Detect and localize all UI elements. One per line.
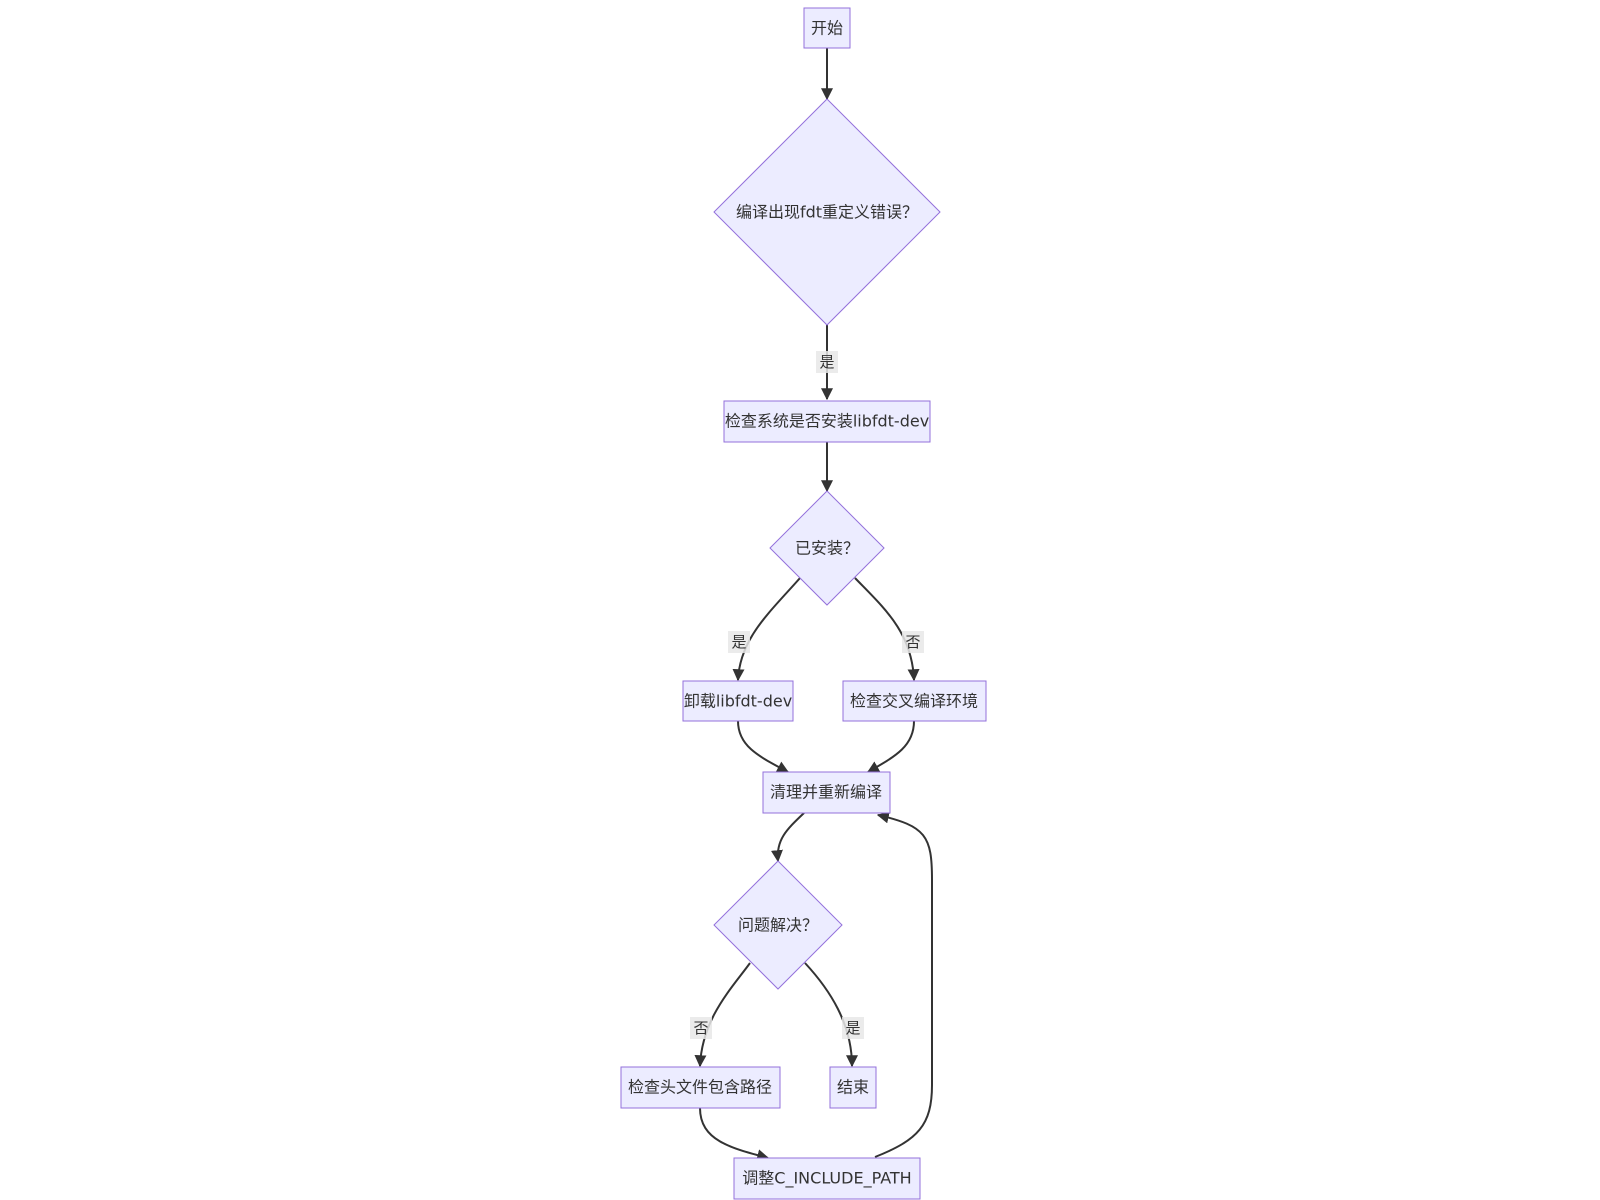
edge-label-bg	[816, 351, 838, 373]
decision-resolved-label: 问题解决？	[738, 916, 818, 935]
node-adjust-path: 调整C_INCLUDE_PATH	[733, 1157, 921, 1200]
node-start: 开始	[803, 7, 851, 49]
node-start-label: 开始	[811, 19, 843, 38]
edge-label-bg	[690, 1017, 712, 1039]
node-check-include-path: 检查头文件包含路径	[620, 1066, 781, 1109]
edge-label-resolved-no: 否	[693, 1019, 708, 1037]
decision-resolved: 问题解决？	[713, 860, 843, 990]
decision-compile-error-label: 编译出现fdt重定义错误？	[736, 203, 918, 222]
edge-label-bg	[728, 631, 750, 653]
node-clean-rebuild-label: 清理并重新编译	[770, 783, 882, 802]
decision-compile-error: 编译出现fdt重定义错误？	[713, 98, 941, 326]
edge-resolved-to-end	[804, 962, 858, 1068]
edge-label-resolved-yes: 是	[845, 1019, 860, 1037]
edge-clean-to-resolved	[771, 812, 805, 863]
edge-cross-env-to-clean	[866, 720, 915, 773]
node-check-cross-env-label: 检查交叉编译环境	[850, 692, 978, 711]
edges	[694, 48, 933, 1162]
edge-label-bg	[902, 631, 924, 653]
node-adjust-path-label: 调整C_INCLUDE_PATH	[742, 1169, 911, 1189]
edge-is-installed-to-cross-env	[854, 577, 920, 682]
node-check-installed: 检查系统是否安装libfdt-dev	[723, 400, 931, 443]
edge-label-installed-no: 否	[905, 633, 920, 651]
node-check-installed-label: 检查系统是否安装libfdt-dev	[725, 412, 929, 431]
node-uninstall-label: 卸载libfdt-dev	[684, 692, 792, 711]
edge-label-bg	[842, 1017, 864, 1039]
edge-is-installed-to-uninstall	[732, 577, 801, 682]
edge-label-installed-yes: 是	[731, 633, 746, 651]
edge-label-error-yes: 是	[819, 353, 834, 371]
decision-is-installed-label: 已安装？	[795, 539, 859, 558]
node-end-label: 结束	[837, 1078, 869, 1097]
node-uninstall: 卸载libfdt-dev	[682, 680, 794, 722]
node-clean-rebuild: 清理并重新编译	[762, 771, 891, 814]
decision-is-installed: 已安装？	[769, 490, 885, 606]
edge-resolved-to-include-path	[694, 962, 751, 1068]
edge-adjust-to-clean	[874, 811, 933, 1158]
node-end: 结束	[829, 1066, 877, 1109]
edge-uninstall-to-clean	[737, 720, 790, 773]
edge-include-path-to-adjust	[699, 1107, 770, 1162]
edge-labels: 是 是 否 否 是	[690, 351, 924, 1039]
node-check-cross-env: 检查交叉编译环境	[842, 680, 987, 722]
node-check-include-path-label: 检查头文件包含路径	[628, 1078, 772, 1097]
